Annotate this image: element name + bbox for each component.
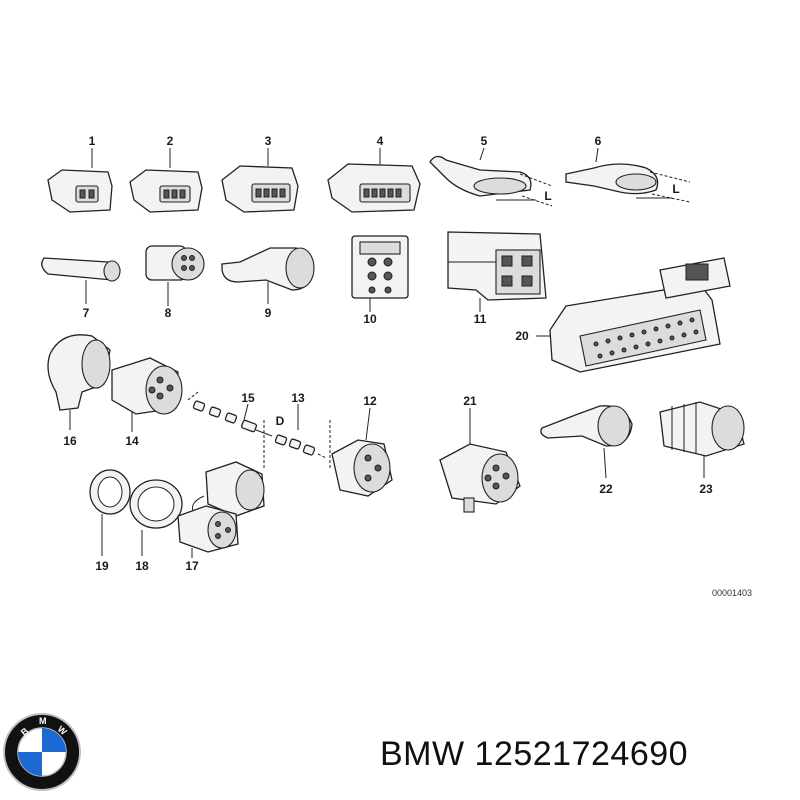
label-part-4: 4 <box>377 134 384 148</box>
part-23-round-plug <box>659 401 745 478</box>
label-dimension-l-part-6: L <box>672 182 679 196</box>
label-part-17: 17 <box>185 559 199 573</box>
label-part-14: 14 <box>125 434 139 448</box>
label-part-3: 3 <box>265 134 272 148</box>
label-part-6: 6 <box>595 134 602 148</box>
label-part-1: 1 <box>89 134 96 148</box>
label-part-16: 16 <box>63 434 77 448</box>
part-18-gasket <box>129 479 183 556</box>
part-19-ring <box>89 469 131 556</box>
ecu-pin-row <box>593 317 699 359</box>
label-part-19: 19 <box>95 559 109 573</box>
label-part-11: 11 <box>474 312 487 326</box>
part-1-connector <box>47 148 113 213</box>
svg-text:M: M <box>39 716 47 726</box>
svg-text:B: B <box>19 725 31 737</box>
caption-brand: BMW <box>380 735 465 773</box>
label-part-5: 5 <box>481 134 488 148</box>
bmw-logo: B M W <box>3 713 81 791</box>
part-caption: BMW 12521724690 <box>380 735 688 774</box>
label-part-18: 18 <box>135 559 149 573</box>
part-2-connector <box>129 148 203 213</box>
part-4-connector <box>327 148 421 213</box>
label-part-8: 8 <box>165 306 172 320</box>
caption-part-number: 12521724690 <box>474 735 689 773</box>
part-21-panel-socket <box>439 408 521 513</box>
part-9-angled-boot <box>221 247 315 304</box>
part-10-multi-pin-housing <box>351 235 409 312</box>
part-20-ecu-connector <box>536 257 731 373</box>
part-13-socket-contacts <box>263 404 331 470</box>
label-part-10: 10 <box>363 312 377 326</box>
part-11-socket-housing <box>447 231 547 312</box>
part-6-boot <box>565 147 691 203</box>
label-part-12: 12 <box>363 394 377 408</box>
part-17-plug-with-cap <box>177 461 265 558</box>
part-22-angled-boot <box>540 405 633 479</box>
label-part-21: 21 <box>463 394 477 408</box>
label-part-9: 9 <box>265 306 272 320</box>
diagram-code: 00001403 <box>712 588 752 598</box>
part-5-boot <box>429 147 553 207</box>
label-part-23: 23 <box>699 482 713 496</box>
label-dimension-d: D <box>276 414 285 428</box>
label-part-2: 2 <box>167 134 174 148</box>
part-8-round-connector <box>145 245 205 306</box>
part-16-angled-cover <box>47 334 111 430</box>
label-part-15: 15 <box>241 391 255 405</box>
label-part-22: 22 <box>599 482 613 496</box>
part-12-socket-flange <box>331 407 393 497</box>
label-part-13: 13 <box>291 391 305 405</box>
label-part-20: 20 <box>515 329 529 343</box>
part-3-connector <box>221 148 299 213</box>
label-dimension-l-part-5: L <box>544 189 551 203</box>
part-15-pin-contacts <box>187 391 273 437</box>
part-7-sleeve <box>41 257 121 304</box>
label-part-7: 7 <box>83 306 90 320</box>
part-14-round-plug <box>111 357 183 432</box>
